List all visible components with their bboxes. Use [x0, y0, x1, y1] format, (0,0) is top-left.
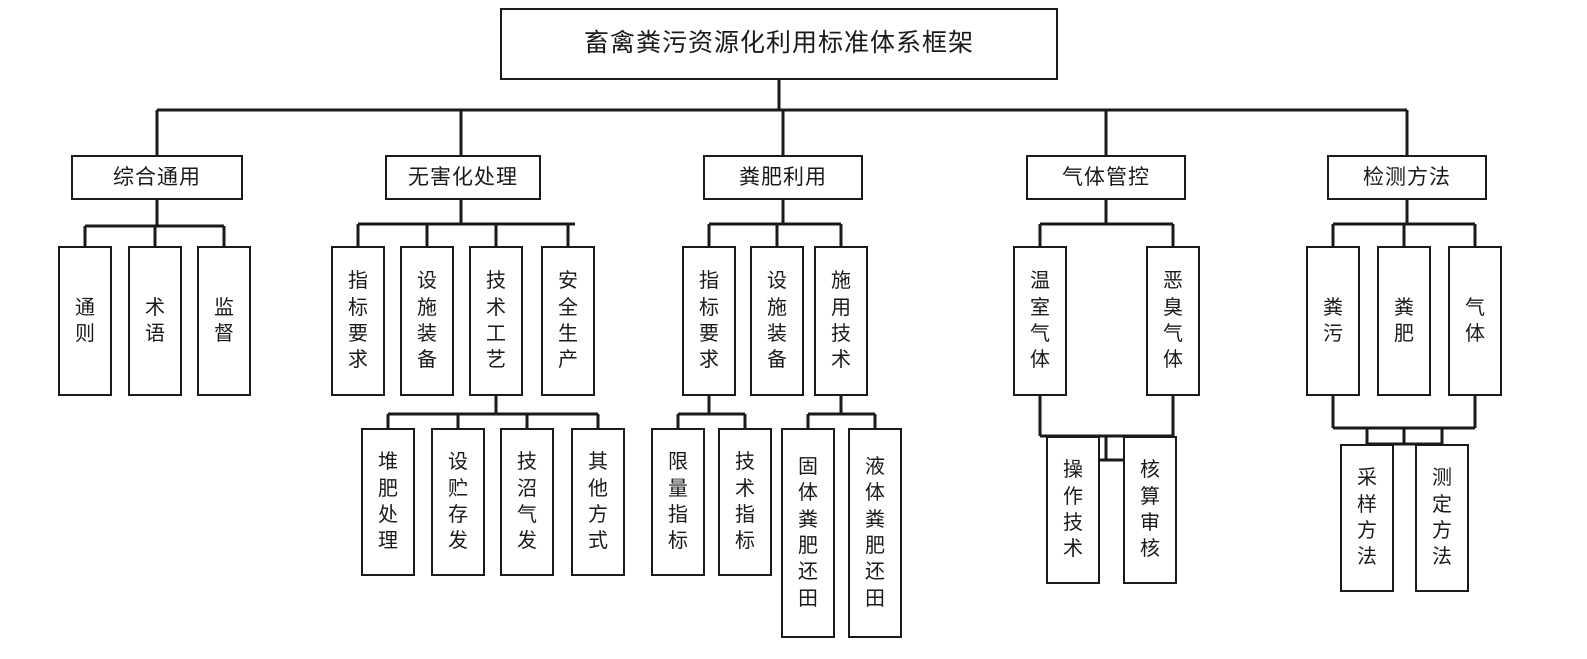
node-xianliang[interactable]: 限 量 指 标 — [651, 428, 705, 576]
node-caiyang-fangfa[interactable]: 采 样 方 法 — [1340, 444, 1394, 592]
node-label: 气 体 — [1465, 296, 1485, 345]
node-label: 限 量 指 标 — [668, 451, 688, 553]
node-caozuo-jishu[interactable]: 操 作 技 术 — [1046, 436, 1100, 584]
category-label: 综合通用 — [113, 165, 201, 190]
node-label: 核 算 审 核 — [1140, 459, 1160, 561]
node-wh-anquan[interactable]: 安 全 生 产 — [541, 246, 595, 396]
node-wh-sheshi[interactable]: 设 施 装 备 — [400, 246, 454, 396]
root-node[interactable]: 畜禽粪污资源化利用标准体系框架 — [500, 8, 1058, 80]
node-label: 粪 肥 — [1394, 296, 1414, 345]
node-label: 固 体 粪 肥 还 田 — [798, 455, 818, 610]
category-label: 无害化处理 — [408, 165, 518, 190]
node-label: 施 用 技 术 — [831, 270, 851, 372]
node-label: 设 施 装 备 — [767, 270, 787, 372]
category-label: 气体管控 — [1062, 165, 1150, 190]
node-fy-shiyong[interactable]: 施 用 技 术 — [814, 246, 868, 396]
category-box-comprehensive[interactable]: 综合通用 — [71, 155, 243, 200]
node-qita[interactable]: 其 他 方 式 — [571, 428, 625, 576]
category-box-harmless[interactable]: 无害化处理 — [385, 155, 541, 200]
category-box-gas-control[interactable]: 气体管控 — [1026, 155, 1186, 200]
node-wh-jishu[interactable]: 技 术 工 艺 — [469, 246, 523, 396]
node-label: 技 沼 气 发 — [517, 451, 537, 553]
category-box-manure-use[interactable]: 粪肥利用 — [703, 155, 863, 200]
node-label: 采 样 方 法 — [1357, 467, 1377, 569]
node-jishu-zhibiao[interactable]: 技 术 指 标 — [718, 428, 772, 576]
node-fenwu[interactable]: 粪 污 — [1306, 246, 1360, 396]
node-label: 其 他 方 式 — [588, 451, 608, 553]
node-label: 术 语 — [145, 296, 165, 345]
node-shezhu[interactable]: 设 贮 存 发 — [431, 428, 485, 576]
node-label: 设 施 装 备 — [417, 270, 437, 372]
node-label: 监 督 — [214, 296, 234, 345]
category-label: 检测方法 — [1363, 165, 1451, 190]
node-wenshi-qiti[interactable]: 温 室 气 体 — [1013, 246, 1067, 396]
node-label: 测 定 方 法 — [1432, 467, 1452, 569]
node-label: 通 则 — [75, 296, 95, 345]
node-label: 液 体 粪 肥 还 田 — [865, 455, 885, 610]
node-label: 恶 臭 气 体 — [1163, 270, 1183, 372]
node-tongze[interactable]: 通 则 — [58, 246, 112, 396]
node-label: 安 全 生 产 — [558, 270, 578, 372]
node-label: 指 标 要 求 — [348, 270, 368, 372]
node-label: 操 作 技 术 — [1063, 459, 1083, 561]
node-fenfei[interactable]: 粪 肥 — [1377, 246, 1431, 396]
node-hesuan-shenhe[interactable]: 核 算 审 核 — [1123, 436, 1177, 584]
category-box-detection[interactable]: 检测方法 — [1327, 155, 1487, 200]
node-qiti[interactable]: 气 体 — [1448, 246, 1502, 396]
node-label: 技 术 指 标 — [735, 451, 755, 553]
node-ceding-fangfa[interactable]: 测 定 方 法 — [1415, 444, 1469, 592]
node-echou-qiti[interactable]: 恶 臭 气 体 — [1146, 246, 1200, 396]
node-jiandu[interactable]: 监 督 — [197, 246, 251, 396]
node-label: 设 贮 存 发 — [448, 451, 468, 553]
node-fy-sheshi[interactable]: 设 施 装 备 — [750, 246, 804, 396]
category-label: 粪肥利用 — [739, 165, 827, 190]
node-label: 指 标 要 求 — [699, 270, 719, 372]
node-shuyu[interactable]: 术 语 — [128, 246, 182, 396]
node-wh-zhibiao[interactable]: 指 标 要 求 — [331, 246, 385, 396]
node-label: 堆 肥 处 理 — [378, 451, 398, 553]
node-label: 技 术 工 艺 — [486, 270, 506, 372]
node-duifei[interactable]: 堆 肥 处 理 — [361, 428, 415, 576]
node-fy-zhibiao[interactable]: 指 标 要 求 — [682, 246, 736, 396]
node-label: 粪 污 — [1323, 296, 1343, 345]
root-label: 畜禽粪污资源化利用标准体系框架 — [583, 30, 974, 58]
node-label: 温 室 气 体 — [1030, 270, 1050, 372]
node-guti-fenfei-huantian[interactable]: 固 体 粪 肥 还 田 — [781, 428, 835, 638]
node-zhaoqi[interactable]: 技 沼 气 发 — [500, 428, 554, 576]
node-yeti-fenfei-huantian[interactable]: 液 体 粪 肥 还 田 — [848, 428, 902, 638]
